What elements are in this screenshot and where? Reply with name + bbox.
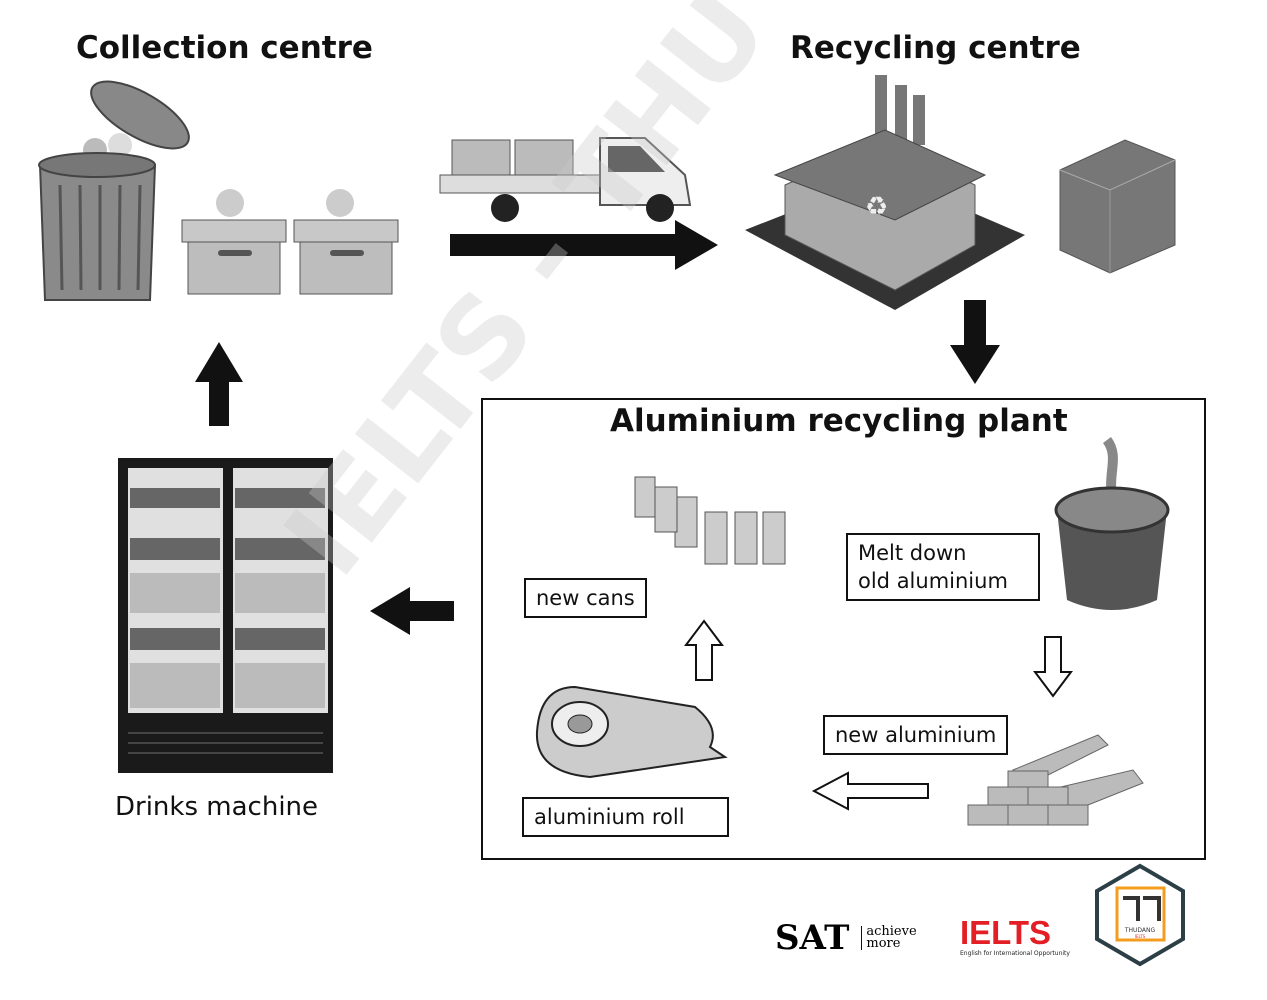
new-cans-label: new cans [524,578,647,618]
collection-centre-title: Collection centre [76,30,373,66]
outline-arrow-up-icon [684,619,724,681]
arrow-up-icon [195,342,243,426]
thudang-text: THUDANG [1124,927,1156,934]
plant-title: Aluminium recycling plant [610,403,1068,439]
compressed-bale-icon [1059,139,1176,274]
svg-text:♻: ♻ [865,192,888,222]
drinks-machine-icon [118,458,333,773]
aluminium-roll-label: aluminium roll [522,797,729,837]
aluminium-roll-icon [535,685,728,779]
thudang-sub: IELTS [1135,934,1146,939]
recycling-boxes-icon [181,189,399,295]
drinks-machine-title: Drinks machine [115,792,319,822]
sat-tagline-2: more [866,936,901,951]
arrow-left-icon [370,587,454,635]
trash-can-icon [38,80,190,301]
recycling-centre-title: Recycling centre [790,30,1081,66]
factory-icon: ♻ [745,75,1025,310]
ielts-logo: IELTS English for International Opportun… [960,914,1070,958]
melt-line-2: old aluminium [858,569,1008,593]
new-aluminium-label: new aluminium [823,715,1009,755]
ielts-logo-text: IELTS [960,914,1052,951]
outline-arrow-left-icon [811,771,929,811]
melt-line-1: Melt down [858,541,967,565]
molten-pot-icon [1054,437,1170,610]
arrow-right-icon [450,220,718,270]
sat-logo-text: SAT [775,918,850,958]
sat-tagline-1: achieve [866,924,917,939]
aluminium-ingots-icon [967,734,1144,826]
arrow-down-icon [950,300,1000,384]
thudang-badge-logo: THUDANG IELTS [1095,863,1185,967]
outline-arrow-down-icon [1033,636,1073,698]
truck-icon [439,137,692,222]
melt-down-label: Melt down old aluminium [846,533,1040,601]
new-cans-icon [634,476,786,565]
aluminium-plant-frame [481,398,1206,860]
ielts-tagline: English for International Opportunity [960,950,1070,957]
